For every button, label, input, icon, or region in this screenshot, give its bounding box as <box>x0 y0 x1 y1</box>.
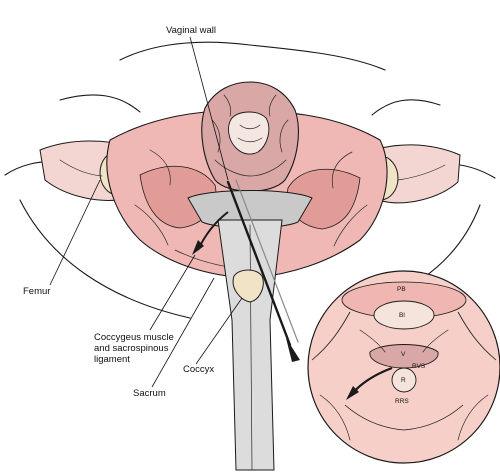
inset-label-v: V <box>401 351 406 358</box>
inset-label-rvs: RVS <box>412 363 426 370</box>
labels: Vaginal wall Femur Coccygeus muscle and … <box>23 25 243 399</box>
inset-label-pb: PB <box>397 286 406 293</box>
label-coccyx: Coccyx <box>183 364 214 375</box>
label-coccygeus-2: and sacrospinous <box>94 343 169 354</box>
label-vaginal-wall: Vaginal wall <box>166 25 216 36</box>
label-coccygeus-3: ligament <box>94 354 130 365</box>
label-sacrum: Sacrum <box>133 388 166 399</box>
inset-label-r: R <box>401 377 406 384</box>
cross-section-inset: PB Bl V RVS R RRS <box>307 270 500 464</box>
label-coccygeus-1: Coccygeus muscle <box>94 332 174 343</box>
vaginal-wall <box>201 81 299 192</box>
inset-label-rrs: RRS <box>395 398 409 405</box>
instrument <box>226 179 300 362</box>
label-femur: Femur <box>23 286 50 297</box>
inset-label-bl: Bl <box>399 312 405 319</box>
direction-arrow <box>192 211 229 255</box>
coccyx-bone <box>232 269 264 303</box>
